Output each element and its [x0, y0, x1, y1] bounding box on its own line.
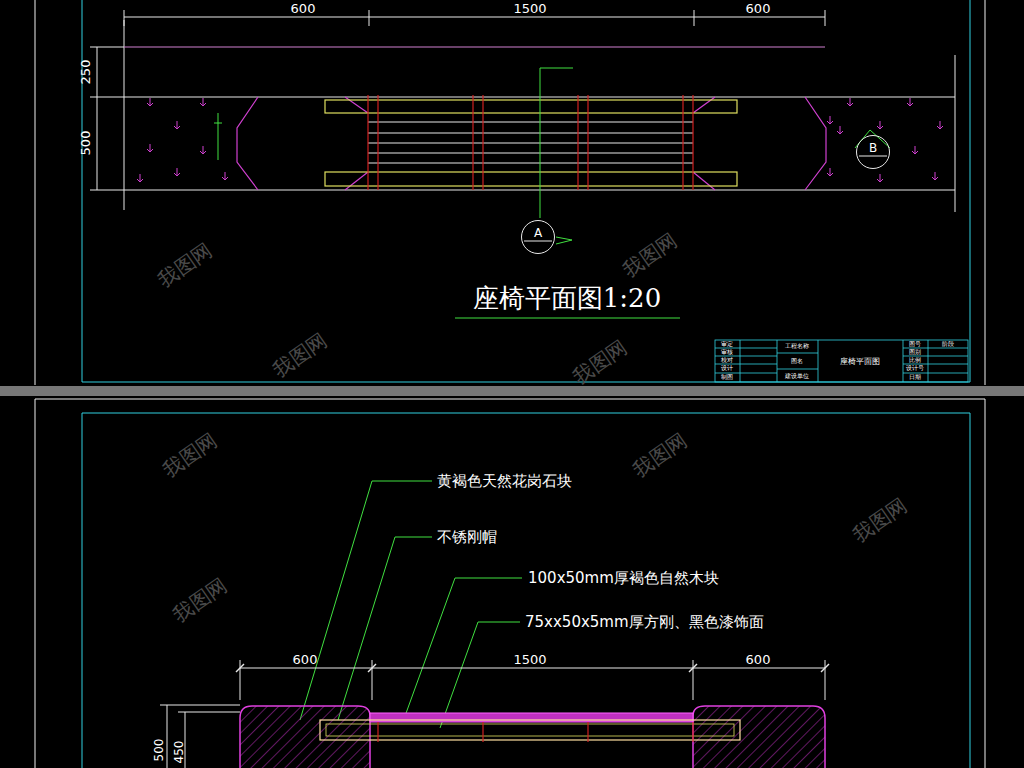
section-marker: A: [521, 220, 555, 254]
title-block-text: 审定: [721, 341, 733, 348]
watermark: 我图网: [159, 429, 221, 481]
watermark: 我图网: [569, 336, 631, 388]
dimension-text: 600: [746, 653, 771, 667]
title-block-text: 图名: [791, 358, 803, 365]
section-letter: B: [869, 142, 877, 155]
dimension-text: 1500: [513, 2, 546, 16]
watermark: 我图网: [169, 574, 231, 626]
title-block-text: 审核: [721, 349, 733, 356]
callout-text: 75xx50x5mm厚方刚、黑色漆饰面: [525, 614, 764, 631]
title-block-text: 图别: [909, 349, 921, 356]
title-block-text: 设计: [721, 365, 733, 372]
dimension-text: 1500: [513, 653, 546, 667]
dimension-text: 600: [291, 2, 316, 16]
callout-text: 黄褐色天然花岗石块: [437, 473, 572, 490]
dimension-text: 500: [79, 131, 93, 156]
callout-text: 100x50mm厚褐色自然木块: [528, 570, 719, 587]
title-block-text: 制图: [721, 374, 733, 381]
watermark: 我图网: [629, 429, 691, 481]
title-block-text: 校对: [721, 357, 733, 364]
title-block-text: 工程名称: [785, 343, 809, 350]
title-block-text: 座椅平面图: [840, 358, 880, 367]
watermark: 我图网: [849, 494, 911, 546]
title-block-text: 阶段: [942, 341, 954, 348]
dimension-text: 450: [173, 741, 186, 764]
title-block-text: 图号: [909, 341, 921, 348]
section-letter: A: [534, 227, 542, 240]
watermark: 我图网: [269, 329, 331, 381]
dimension-text: 600: [293, 653, 318, 667]
title-block-text: 比例: [909, 357, 921, 364]
callout-text: 不锈刚帽: [437, 529, 497, 546]
dimension-text: 500: [153, 739, 166, 762]
watermark: 我图网: [619, 229, 681, 281]
title-block-text: 日期: [909, 374, 921, 381]
watermark: 我图网: [154, 239, 216, 291]
dimension-text: 600: [746, 2, 771, 16]
section-marker: B: [856, 135, 890, 169]
dimension-text: 250: [79, 60, 93, 85]
title-block-text: 设计号: [906, 365, 924, 372]
title-block-text: 建设单位: [785, 373, 809, 380]
drawing-title: 座椅平面图1:20: [473, 284, 661, 313]
